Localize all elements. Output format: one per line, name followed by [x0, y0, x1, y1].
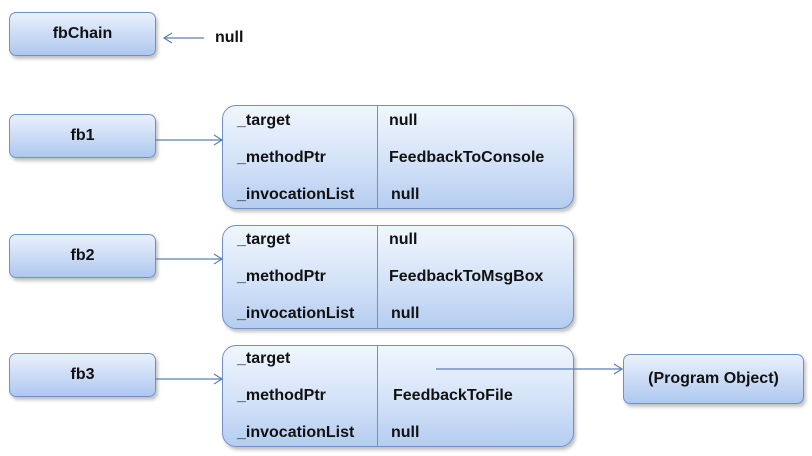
- fb1-invocationlist-label: _invocationList: [237, 186, 355, 203]
- fb2-target-label: _target: [237, 231, 291, 248]
- fb1-methodptr-label: _methodPtr: [237, 149, 326, 166]
- fb2-methodptr-label: _methodPtr: [237, 268, 326, 285]
- fb1-reference-arrowhead: [213, 134, 224, 146]
- fb2-reference-arrowhead: [213, 253, 224, 265]
- fb3-variable-box: fb3: [9, 353, 156, 397]
- fb3-methodptr-value: FeedbackToFile: [393, 387, 513, 404]
- fb3-methodptr-label: _methodPtr: [237, 387, 326, 404]
- fb2-variable-box: fb2: [9, 234, 156, 278]
- fb1-target-label: _target: [237, 112, 291, 129]
- fb3-field-divider: [377, 346, 378, 446]
- program-object-box: (Program Object): [623, 354, 804, 404]
- fb2-label: fb2: [70, 247, 95, 264]
- fb3-invocationlist-value: null: [391, 424, 420, 441]
- fbchain-label: fbChain: [52, 25, 113, 42]
- fb2-invocationlist-label: _invocationList: [237, 305, 355, 322]
- fb3-delegate-object: _target _methodPtr FeedbackToFile _invoc…: [222, 345, 574, 447]
- fbchain-null-value: null: [215, 29, 244, 46]
- fb3-target-label: _target: [237, 350, 291, 367]
- fb2-delegate-object: _target null _methodPtr FeedbackToMsgBox…: [222, 225, 574, 329]
- program-object-label: (Program Object): [648, 370, 779, 387]
- fb2-methodptr-value: FeedbackToMsgBox: [389, 268, 544, 285]
- fb2-invocationlist-value: null: [391, 305, 420, 322]
- fb3-invocationlist-label: _invocationList: [237, 424, 355, 441]
- fb1-label: fb1: [70, 127, 95, 144]
- fb2-target-value: null: [389, 231, 418, 248]
- fbchain-null-arrowhead: [162, 32, 173, 44]
- fb1-variable-box: fb1: [9, 114, 156, 158]
- fbchain-variable-box: fbChain: [9, 12, 156, 56]
- fb2-field-divider: [377, 226, 378, 328]
- fb3-label: fb3: [70, 366, 95, 383]
- fb1-methodptr-value: FeedbackToConsole: [389, 149, 545, 166]
- fb1-field-divider: [377, 106, 378, 208]
- fb1-invocationlist-value: null: [391, 186, 420, 203]
- fb3-target-arrowhead: [613, 363, 624, 375]
- fb3-reference-arrowhead: [213, 373, 224, 385]
- fb1-target-value: null: [389, 112, 418, 129]
- fb1-delegate-object: _target null _methodPtr FeedbackToConsol…: [222, 105, 574, 209]
